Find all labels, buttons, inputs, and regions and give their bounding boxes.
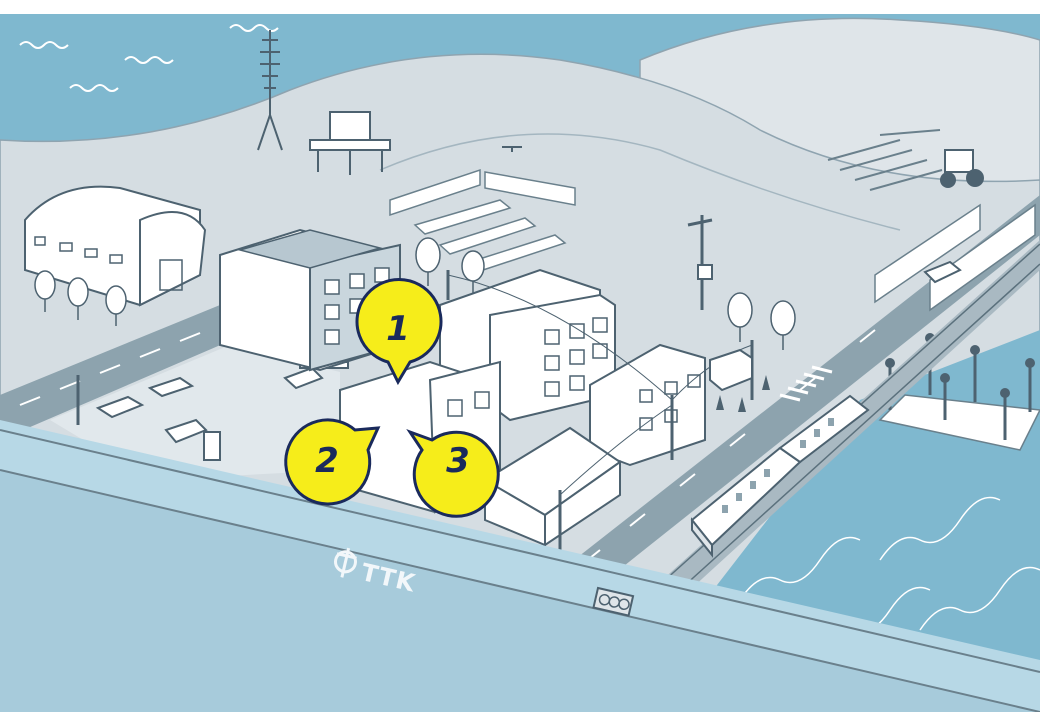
- marker-2-label: 2: [315, 441, 339, 481]
- marker-1[interactable]: 1: [355, 278, 443, 386]
- ttk-logo-icon: [333, 547, 357, 578]
- marker-2-bubble: [284, 418, 381, 506]
- marker-1-label: 1: [386, 309, 410, 349]
- fence-2: [929, 203, 1036, 312]
- crosswalk: [779, 365, 833, 402]
- rail-line-2: [661, 263, 1040, 607]
- hangar: [24, 185, 207, 307]
- radio-tower: [257, 30, 283, 151]
- fence: [874, 203, 981, 304]
- wall-edge-2: [0, 469, 1040, 712]
- water-tank: [309, 111, 391, 175]
- utility-pole: [687, 215, 713, 310]
- road-left-markings: [19, 332, 201, 406]
- tractor-icon: [940, 149, 984, 188]
- crop-field: [827, 129, 943, 191]
- trees: [34, 237, 796, 350]
- wall-edge: [0, 429, 1040, 673]
- hill-ridge: [379, 133, 901, 231]
- parked-cars: [95, 366, 324, 444]
- lamp-heads: [885, 333, 1035, 398]
- traffic-cones: [716, 375, 770, 412]
- bridge: [878, 394, 1040, 451]
- drone-icon: [502, 146, 522, 152]
- marker-1-bubble: [355, 278, 443, 386]
- marker-2[interactable]: 2: [284, 418, 381, 506]
- parking-lot: [50, 345, 340, 480]
- train: [690, 394, 870, 558]
- foreground-wall: [0, 420, 1040, 712]
- marker-3-bubble: [406, 429, 500, 518]
- shed: [483, 426, 622, 547]
- solar-field: [389, 168, 576, 272]
- road-left: [0, 305, 232, 440]
- page-border-top: [0, 0, 1040, 14]
- marker-3-label: 3: [446, 441, 470, 481]
- vans: [709, 260, 962, 392]
- vending-box: [203, 431, 221, 461]
- marker-3[interactable]: 3: [406, 429, 500, 518]
- cable-duct-icon: [592, 586, 635, 617]
